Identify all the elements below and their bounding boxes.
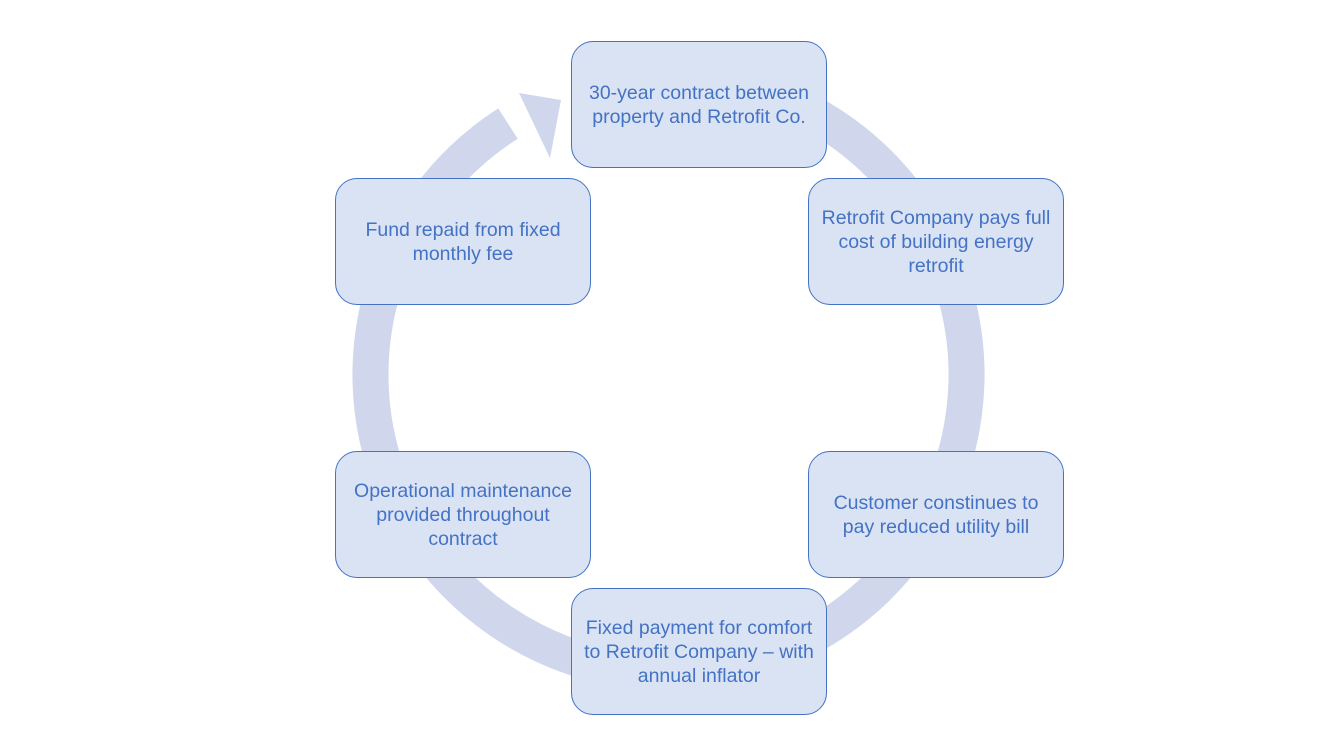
cycle-node-fixed-payment: Fixed payment for comfort to Retrofit Co… bbox=[571, 588, 827, 715]
cycle-arrow-head bbox=[519, 93, 561, 158]
cycle-node-utility-bill: Customer constinues to pay reduced utili… bbox=[808, 451, 1064, 578]
cycle-node-utility-bill-text: Customer constinues to pay reduced utili… bbox=[833, 491, 1039, 538]
cycle-node-contract: 30-year contract between property and Re… bbox=[571, 41, 827, 168]
cycle-node-fund-repaid: Fund repaid from fixed monthly fee bbox=[335, 178, 591, 305]
cycle-node-retrofit-pays: Retrofit Company pays full cost of build… bbox=[808, 178, 1064, 305]
cycle-node-contract-text: 30-year contract between property and Re… bbox=[588, 81, 810, 128]
cycle-node-maintenance-text: Operational maintenance provided through… bbox=[354, 479, 572, 550]
cycle-node-retrofit-pays-text: Retrofit Company pays full cost of build… bbox=[821, 206, 1051, 277]
cycle-node-fund-repaid-text: Fund repaid from fixed monthly fee bbox=[365, 218, 561, 265]
cycle-node-maintenance: Operational maintenance provided through… bbox=[335, 451, 591, 578]
cycle-node-fixed-payment-text: Fixed payment for comfort to Retrofit Co… bbox=[584, 616, 814, 687]
